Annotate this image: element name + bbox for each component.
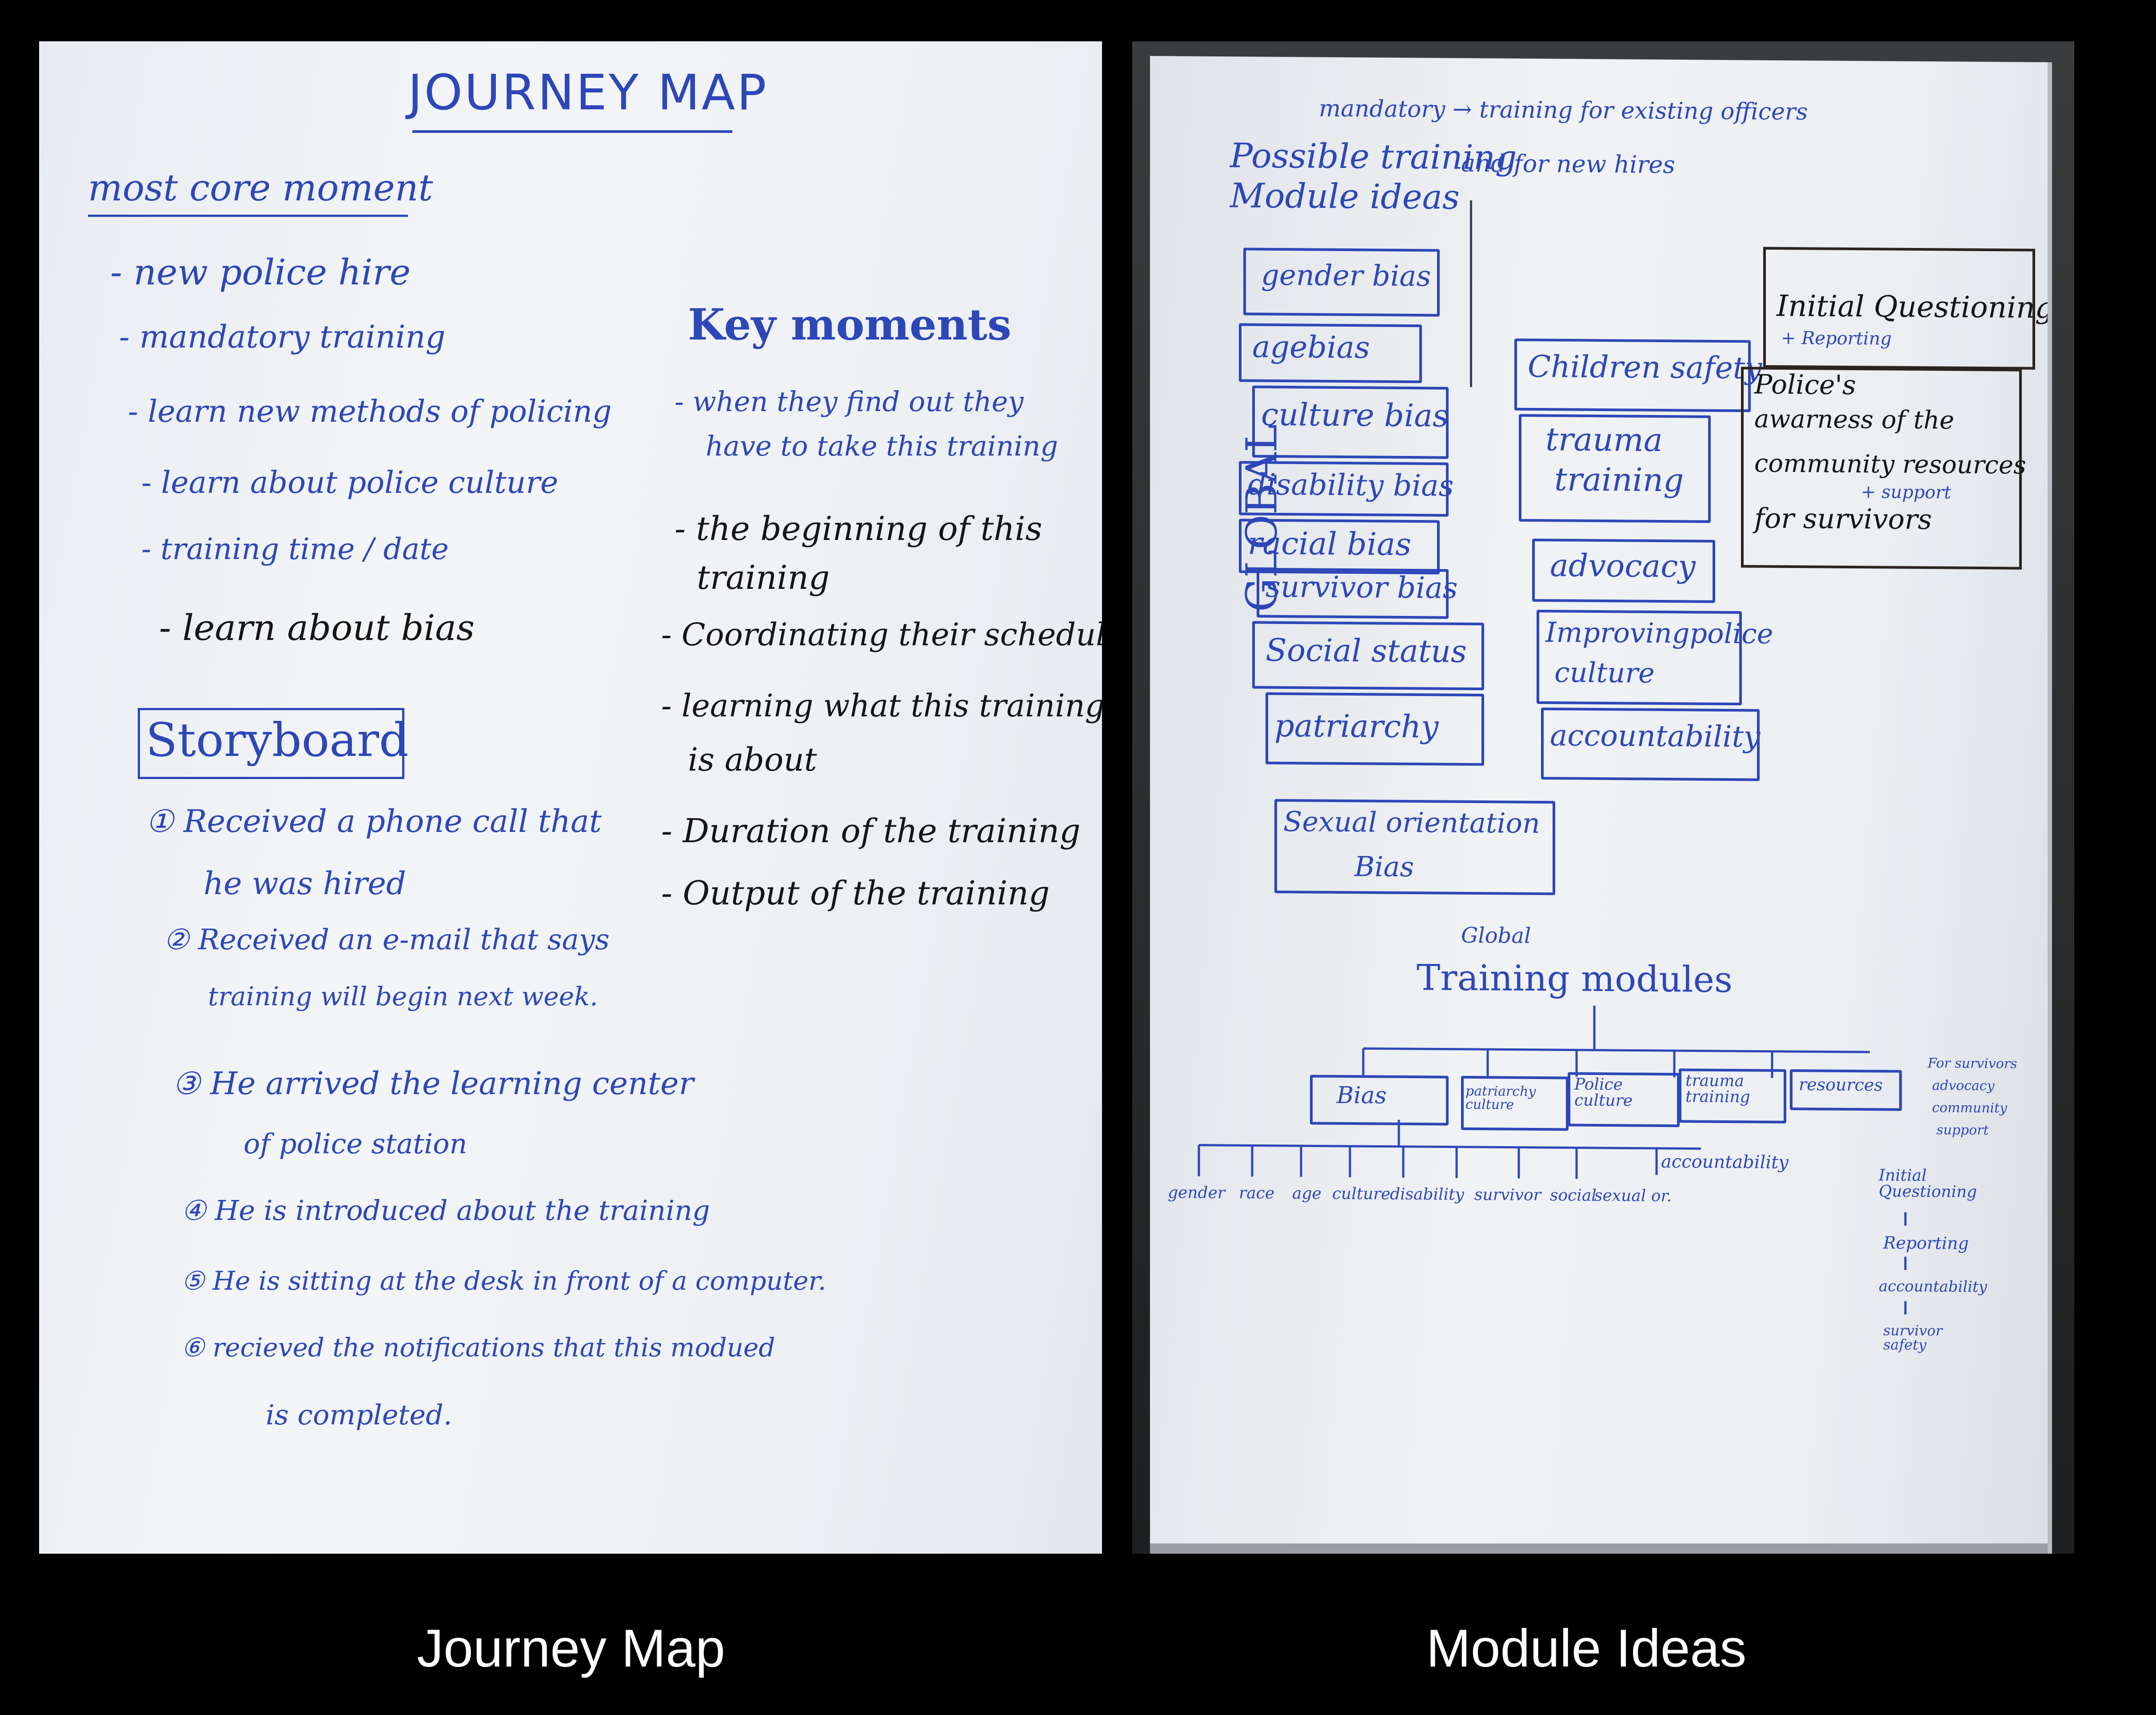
key-moment-item: is about	[688, 741, 817, 778]
tree-leaf: culture	[1332, 1184, 1391, 1203]
key-moment-item: - the beginning of this	[675, 510, 1042, 548]
storyboard-item: ⑤ He is sitting at the desk in front of …	[181, 1266, 826, 1296]
tree-lines	[1198, 1005, 1907, 1315]
storyboard-item: of police station	[244, 1127, 467, 1160]
journey-map-photo: JOURNEY MAP most core moment - new polic…	[39, 41, 1102, 1554]
key-moment-item: training	[697, 559, 830, 597]
storyboard-heading: Storyboard	[146, 713, 409, 767]
tree-node-label: trauma training	[1685, 1071, 1750, 1107]
storyboard-item: ④ He is introduced about the training	[181, 1194, 710, 1227]
journey-map-whiteboard: JOURNEY MAP most core moment - new polic…	[39, 41, 1102, 1554]
storyboard-item: ① Received a phone call that	[146, 803, 602, 840]
tree-chain: accountability	[1879, 1277, 1987, 1296]
tree-leaf: survivor	[1474, 1186, 1541, 1205]
tree-node-label: Police culture	[1574, 1075, 1633, 1110]
core-item: - learn about police culture	[141, 465, 559, 500]
module-ideas-photo: mandatory → training for existing office…	[1132, 41, 2074, 1554]
resources-note: support	[1936, 1122, 1989, 1139]
tree-node-label: resources	[1799, 1075, 1883, 1095]
tree-chain: Reporting	[1883, 1233, 1969, 1253]
board-stand	[1150, 1543, 2048, 1554]
tree-leaf: race	[1239, 1184, 1275, 1203]
most-core-heading: most core moment	[88, 167, 433, 209]
key-moments-heading: Key moments	[688, 300, 1012, 350]
storyboard-item: training will begin next week.	[208, 981, 598, 1011]
core-item: - new police hire	[110, 252, 411, 293]
tree-leaf: sexual or.	[1594, 1186, 1672, 1206]
resources-note: advocacy	[1932, 1078, 1995, 1094]
core-item: - mandatory training	[119, 319, 446, 355]
tree-chain: Initial Questioning	[1879, 1166, 1977, 1201]
key-moment-item: - Output of the training	[661, 874, 1050, 912]
storyboard-item: he was hired	[204, 865, 406, 902]
storyboard-frame	[138, 708, 404, 779]
tree-leaf: social	[1550, 1186, 1597, 1205]
storyboard-item: is completed.	[266, 1399, 452, 1431]
journey-map-title: JOURNEY MAP	[408, 64, 768, 121]
tree-node-label: patriarchy culture	[1465, 1083, 1536, 1113]
tree-leaf: gender	[1168, 1183, 1226, 1203]
key-moment-item: - Coordinating their schedule	[661, 616, 1102, 653]
storyboard-item: ② Received an e-mail that says	[164, 923, 610, 956]
resources-note: For survivors	[1928, 1055, 2017, 1072]
key-moment-item: - when they find out they	[675, 385, 1024, 418]
core-item: - learn new methods of policing	[128, 394, 612, 429]
key-moment-item: - learning what this training	[661, 688, 1102, 724]
tree-leaf: accountability	[1661, 1151, 1789, 1173]
most-core-underline	[88, 215, 408, 217]
resources-note: community	[1932, 1100, 2007, 1116]
tree-leaf: disability	[1390, 1185, 1464, 1204]
module-ideas-whiteboard: mandatory → training for existing office…	[1150, 56, 2052, 1554]
core-item: - training time / date	[141, 532, 449, 566]
key-moment-item: - Duration of the training	[661, 812, 1081, 850]
tree-chain: survivor safety	[1883, 1322, 1943, 1354]
storyboard-item: ③ He arrived the learning center	[172, 1065, 694, 1102]
storyboard-item: ⑥ recieved the notifications that this m…	[181, 1332, 775, 1363]
key-moment-item: have to take this training	[706, 430, 1058, 462]
title-underline	[412, 130, 732, 133]
caption-journey-map: Journey Map	[417, 1619, 725, 1678]
core-item-bias: - learn about bias	[159, 607, 475, 648]
caption-module-ideas: Module Ideas	[1426, 1619, 1747, 1678]
tree-leaf: age	[1292, 1184, 1322, 1203]
tree-node-label: Bias	[1337, 1082, 1387, 1109]
